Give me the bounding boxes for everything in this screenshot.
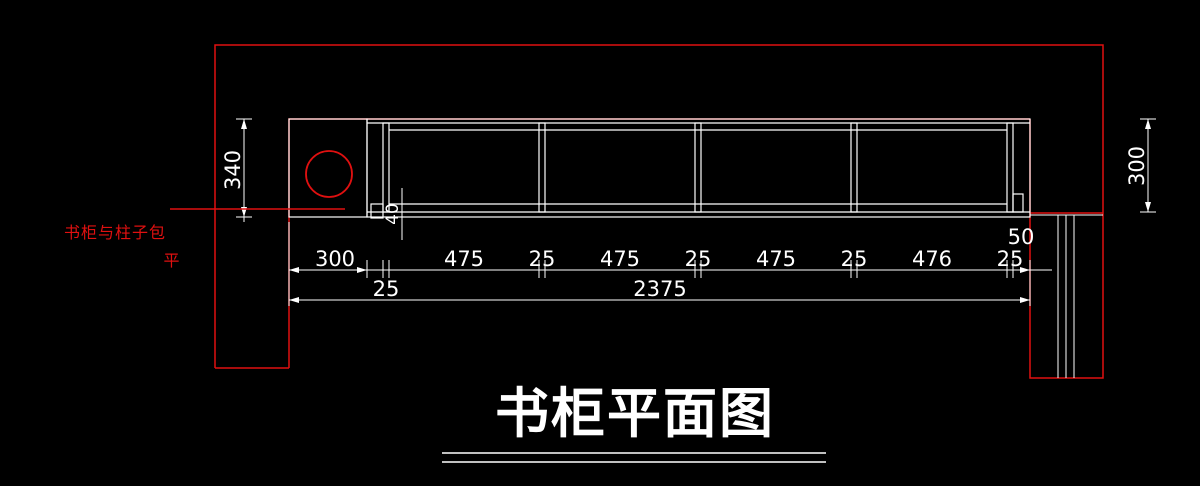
title-block: 书柜平面图	[442, 382, 826, 463]
bookcase-post-right	[1006, 122, 1014, 213]
bookcase-outer	[366, 118, 1031, 218]
bookcase-post-2	[694, 122, 702, 213]
annotation-line2: 平	[163, 251, 180, 270]
column-right	[1030, 214, 1103, 378]
dim-gap-right: 50	[1008, 225, 1035, 249]
dim-row1-4: 25	[685, 247, 712, 271]
dim-post-height: 40	[383, 203, 403, 225]
bookcase-foot	[370, 203, 384, 219]
dim-right-height: 300	[1125, 146, 1149, 186]
dim-row1-0: 300	[315, 247, 355, 271]
dim-row1-7: 476	[912, 247, 952, 271]
pillar-box	[288, 118, 368, 218]
dim-row1-6: 25	[841, 247, 868, 271]
dimension-texts: 340 300 40 50 300 475 25 475 25 475 25 4…	[221, 146, 1149, 301]
dim-row1-3: 475	[600, 247, 640, 271]
dim-row1-8: 25	[997, 247, 1024, 271]
annotation-line1: 书柜与柱子包	[64, 223, 166, 242]
dim-row1-1: 475	[444, 247, 484, 271]
bookcase-post-1	[538, 122, 546, 213]
drawing-title: 书柜平面图	[495, 382, 775, 445]
dim-row1-5: 475	[756, 247, 796, 271]
pillar-rect	[288, 118, 368, 218]
dim-total: 2375	[633, 277, 686, 301]
dimension-ticks	[241, 119, 1151, 303]
dim-row2-small: 25	[373, 277, 400, 301]
bookcase-post-left	[382, 122, 390, 213]
bookcase	[366, 118, 1031, 219]
dim-left-height: 340	[221, 150, 245, 190]
bookcase-post-3	[850, 122, 858, 213]
dim-row1-2: 25	[529, 247, 556, 271]
wall-inner-line	[288, 118, 1030, 368]
round-column	[305, 150, 353, 198]
wall-outer-line	[214, 44, 1104, 379]
annotation: 书柜与柱子包 平	[64, 208, 345, 270]
dimension-lines	[236, 118, 1156, 306]
